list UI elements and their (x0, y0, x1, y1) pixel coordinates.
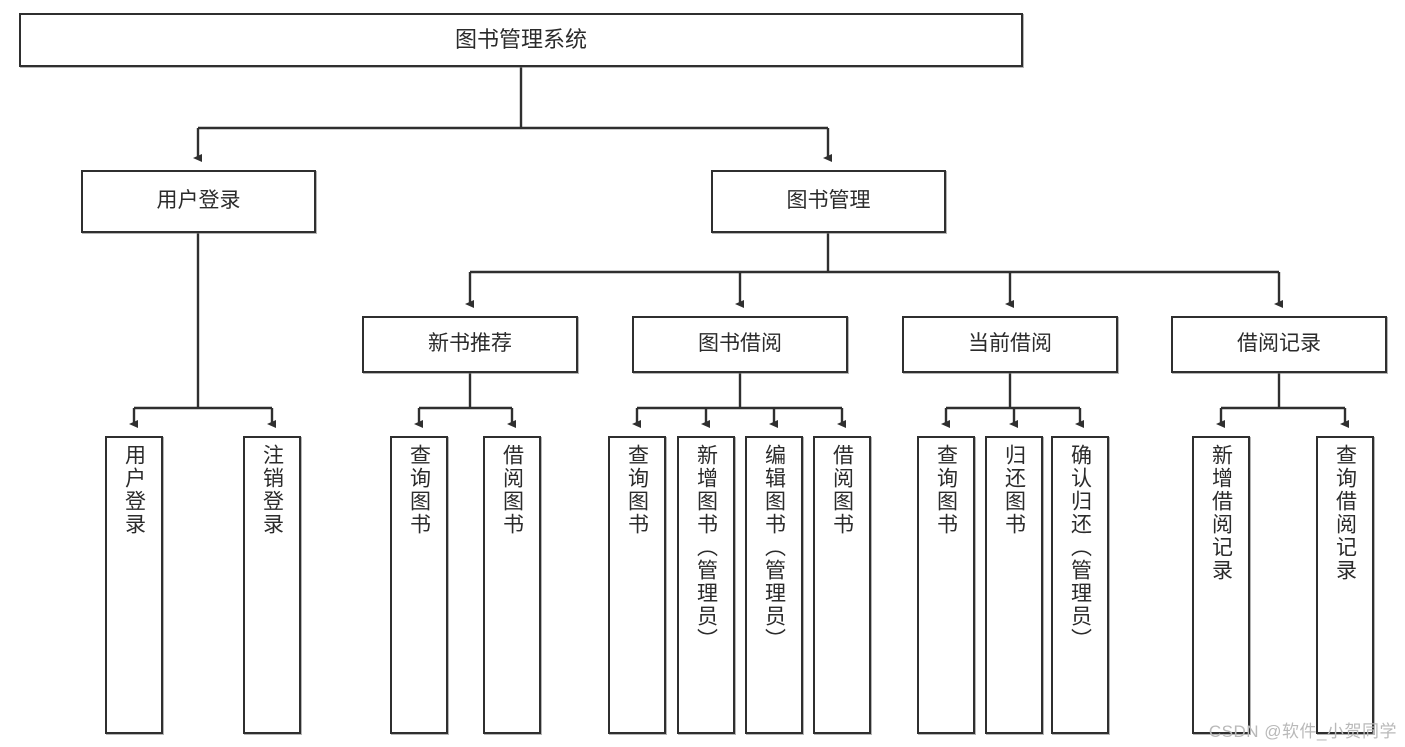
watermark-text: CSDN @软件_小贺同学 (1208, 722, 1397, 741)
node-leaf-query-book-3[interactable]: 查询图书 (917, 436, 975, 734)
node-leaf-user-login[interactable]: 用户登录 (105, 436, 163, 734)
node-label: 查询图书 (934, 444, 958, 536)
node-leaf-confirm-return[interactable]: 确认归还（管理员） (1051, 436, 1109, 734)
node-label: 注销登录 (260, 444, 284, 536)
node-leaf-query-book-1[interactable]: 查询图书 (390, 436, 448, 734)
node-leaf-logout[interactable]: 注销登录 (243, 436, 301, 734)
node-leaf-return-book[interactable]: 归还图书 (985, 436, 1043, 734)
node-label: 图书管理 (786, 189, 871, 213)
node-label: 编辑图书（管理员） (762, 444, 786, 651)
node-label: 查询借阅记录 (1333, 444, 1357, 582)
node-leaf-borrow-book-1[interactable]: 借阅图书 (483, 436, 541, 734)
node-label: 图书管理系统 (454, 27, 587, 53)
node-leaf-query-record[interactable]: 查询借阅记录 (1316, 436, 1374, 734)
node-borrow-record[interactable]: 借阅记录 (1171, 316, 1387, 373)
node-book-borrow[interactable]: 图书借阅 (632, 316, 848, 373)
node-label: 借阅图书 (500, 444, 524, 536)
node-label: 新书推荐 (428, 332, 512, 356)
node-leaf-add-record[interactable]: 新增借阅记录 (1192, 436, 1250, 734)
node-leaf-edit-book[interactable]: 编辑图书（管理员） (745, 436, 803, 734)
node-label: 查询图书 (407, 444, 431, 536)
node-label: 确认归还（管理员） (1068, 444, 1092, 651)
node-label: 当前借阅 (968, 332, 1052, 356)
node-label: 用户登录 (122, 444, 146, 536)
node-root-system[interactable]: 图书管理系统 (19, 13, 1023, 67)
node-book-manage[interactable]: 图书管理 (711, 170, 946, 233)
node-current-borrow[interactable]: 当前借阅 (902, 316, 1118, 373)
node-label: 新增借阅记录 (1209, 444, 1233, 582)
node-user-login[interactable]: 用户登录 (81, 170, 316, 233)
node-leaf-borrow-book-2[interactable]: 借阅图书 (813, 436, 871, 734)
node-label: 归还图书 (1002, 444, 1026, 536)
node-label: 借阅记录 (1237, 332, 1321, 356)
node-leaf-query-book-2[interactable]: 查询图书 (608, 436, 666, 734)
node-label: 图书借阅 (698, 332, 782, 356)
node-leaf-add-book[interactable]: 新增图书（管理员） (677, 436, 735, 734)
node-label: 借阅图书 (830, 444, 854, 536)
node-label: 查询图书 (625, 444, 649, 536)
node-new-book-recommend[interactable]: 新书推荐 (362, 316, 578, 373)
node-label: 用户登录 (156, 189, 241, 213)
node-label: 新增图书（管理员） (694, 444, 718, 651)
